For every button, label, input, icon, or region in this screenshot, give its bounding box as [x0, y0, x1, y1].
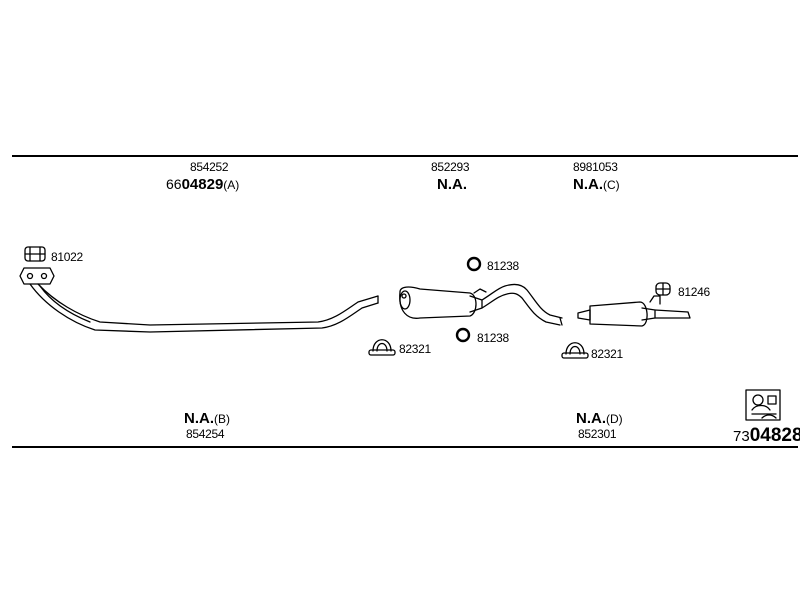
part-number-tail-pipe: 852301	[578, 427, 617, 441]
rubber-hanger-icon	[655, 282, 671, 296]
kit-number: 7304828	[733, 425, 800, 446]
part-code-intermediate-pipe: N.A.(B)	[184, 410, 230, 427]
ring-icon-bottom	[455, 327, 471, 343]
part-code-front-pipe: 6604829(A)	[166, 176, 240, 193]
callout-clamp-rear: 82321	[591, 347, 623, 361]
callout-ring-top: 81238	[487, 259, 519, 273]
part-number-rear-silencer: 8981053	[573, 160, 618, 174]
ring-icon-top	[466, 256, 482, 272]
rear-silencer-shape	[577, 295, 691, 327]
bottom-divider	[12, 446, 798, 448]
callout-gasket-front: 81022	[51, 250, 83, 264]
clamp-icon-rear	[561, 342, 589, 359]
middle-silencer-shape	[399, 283, 563, 326]
callout-ring-bottom: 81238	[477, 331, 509, 345]
callout-hanger-rear: 81246	[678, 285, 710, 299]
clamp-icon-mid	[368, 339, 396, 356]
gasket-icon	[24, 246, 46, 262]
exhaust-kit-icon	[745, 389, 781, 421]
part-number-intermediate-pipe: 854254	[186, 427, 225, 441]
part-code-tail-pipe: N.A.(D)	[576, 410, 623, 427]
top-divider	[12, 155, 798, 157]
part-number-middle-silencer: 852293	[431, 160, 470, 174]
callout-clamp-mid: 82321	[399, 342, 431, 356]
part-number-front-pipe: 854252	[190, 160, 229, 174]
front-pipe-shape	[19, 267, 379, 333]
part-code-rear-silencer: N.A.(C)	[573, 176, 620, 193]
part-code-middle-silencer: N.A.	[437, 176, 467, 193]
